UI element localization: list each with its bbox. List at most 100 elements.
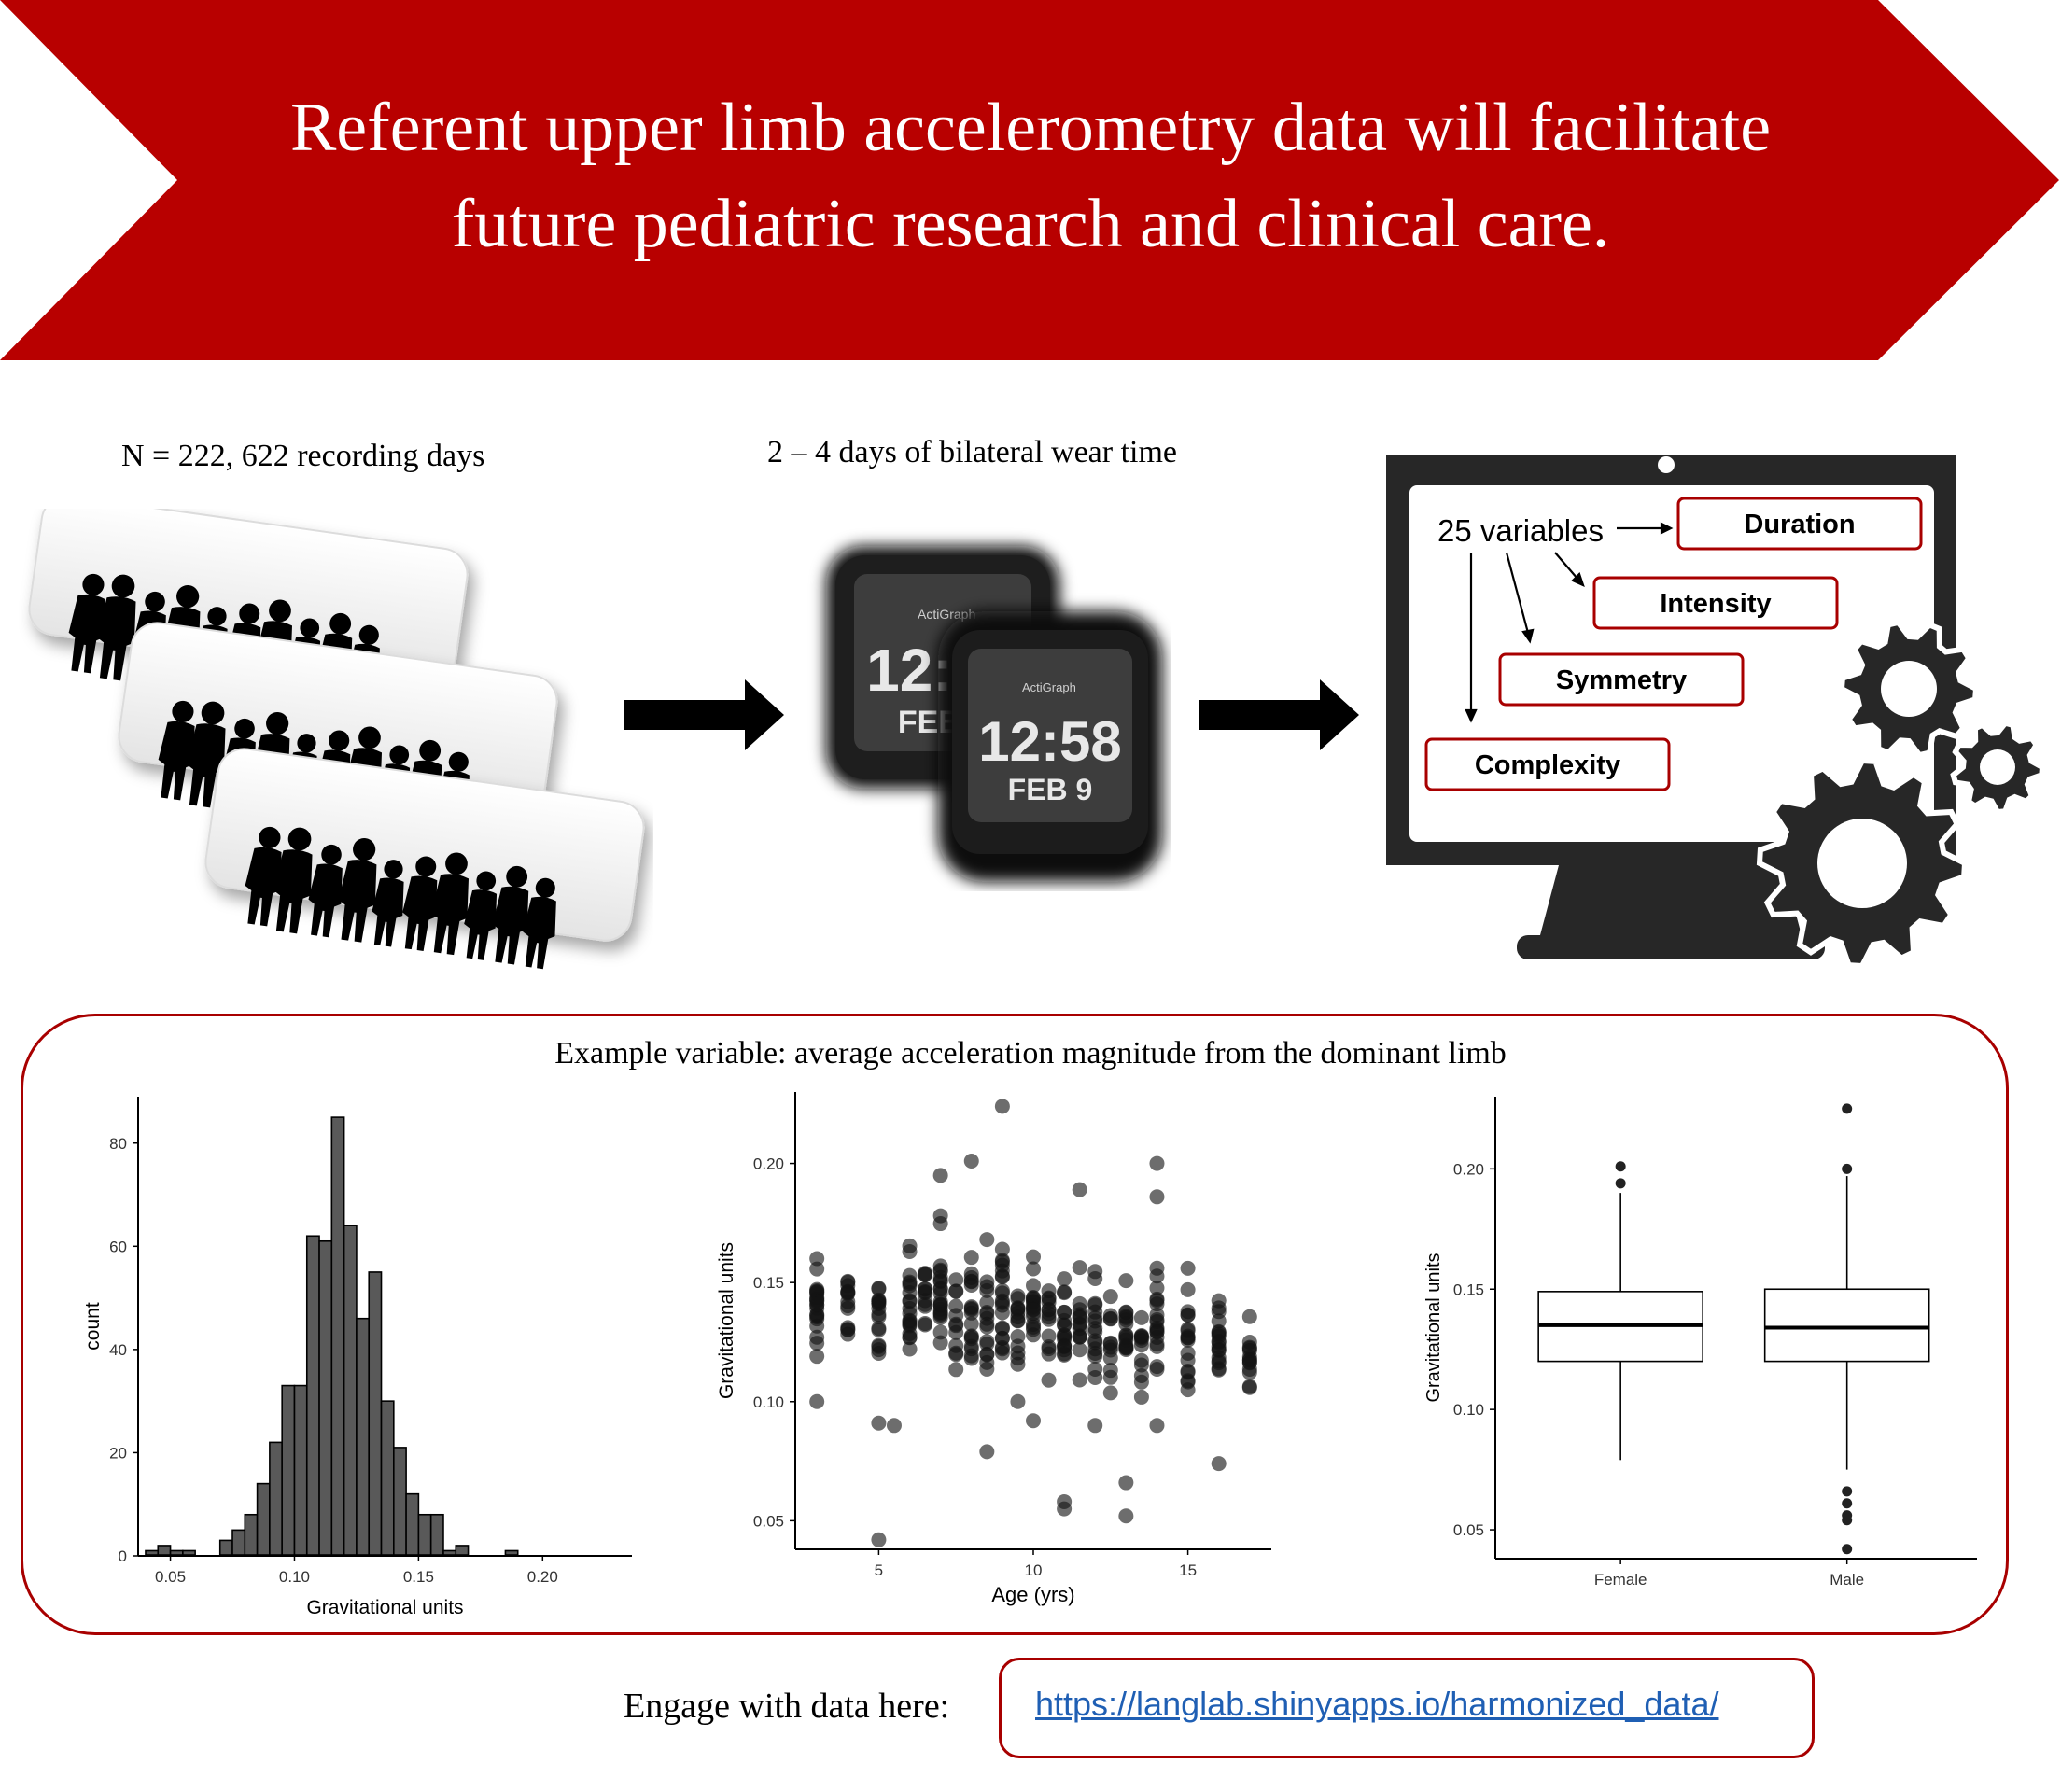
box-iqr	[1763, 1288, 1930, 1363]
right-arrow-icon	[624, 679, 784, 750]
scatter-point	[1057, 1329, 1073, 1345]
y-axis-label: count	[82, 1302, 104, 1351]
y-tick-label: 0.20	[753, 1155, 784, 1173]
scatter-point	[902, 1238, 918, 1253]
scatter-point	[1057, 1346, 1073, 1362]
scatter-point	[871, 1321, 887, 1337]
scatter-point	[1102, 1310, 1118, 1326]
watch-time-display: 12:58	[978, 710, 1121, 773]
example-panel-title: Example variable: average acceleration m…	[554, 1036, 1507, 1071]
data-link[interactable]: https://langlab.shinyapps.io/harmonized_…	[1035, 1685, 1719, 1723]
scatter-point	[979, 1444, 995, 1460]
box-outlier	[1842, 1498, 1853, 1509]
scatter-point	[932, 1216, 948, 1232]
watch-date-display: FEB 9	[1008, 773, 1093, 806]
scatter-point	[809, 1349, 825, 1365]
histogram-bar	[343, 1225, 358, 1556]
x-tick-label: 15	[1179, 1561, 1197, 1579]
scatter-point	[1149, 1291, 1165, 1307]
scatter-point	[948, 1298, 964, 1314]
scatter-point	[1149, 1307, 1165, 1323]
scatter-point	[1102, 1289, 1118, 1305]
scatter-point	[1149, 1359, 1165, 1375]
histogram-bar	[380, 1400, 395, 1556]
scatter-point	[1026, 1278, 1041, 1294]
gear-small-icon	[1950, 720, 2046, 816]
scatter-point	[1180, 1352, 1196, 1368]
histogram-bar	[318, 1239, 333, 1556]
scatter-point	[963, 1316, 979, 1332]
scatter-point	[994, 1241, 1010, 1257]
scatter-point	[1026, 1301, 1041, 1317]
scatter-point	[1211, 1324, 1227, 1340]
wear-time-caption: 2 – 4 days of bilateral wear time	[767, 435, 1178, 469]
scatter-point	[918, 1293, 933, 1309]
scatter-point	[1087, 1418, 1103, 1434]
scatter-point	[871, 1281, 887, 1296]
scatter-point	[979, 1274, 995, 1290]
scatter-point	[1211, 1350, 1227, 1365]
scatter-point	[979, 1304, 995, 1320]
histogram-bar	[305, 1235, 320, 1556]
scatter-point	[948, 1283, 964, 1299]
scatter-point	[1010, 1312, 1026, 1328]
box-male	[1763, 1103, 1930, 1555]
watch-right: ActiGraph 12:58 FEB 9	[938, 611, 1162, 882]
scatter-point	[1149, 1418, 1165, 1434]
scatter-point	[994, 1305, 1010, 1321]
scatter-point	[1118, 1312, 1134, 1328]
scatter-point	[932, 1281, 948, 1296]
histogram-bar	[417, 1513, 432, 1556]
scatter-point	[886, 1418, 902, 1434]
scatter-point	[1010, 1291, 1026, 1307]
box-outlier	[1615, 1178, 1626, 1189]
monitor-camera	[1658, 456, 1675, 473]
scatter-point	[1041, 1372, 1057, 1388]
scatter-point	[1149, 1268, 1165, 1284]
scatter-point	[1241, 1362, 1257, 1378]
scatter-point	[1072, 1182, 1087, 1197]
scatter-point	[1026, 1327, 1041, 1343]
scatter-point	[1102, 1385, 1118, 1401]
category-symmetry: Symmetry	[1498, 652, 1745, 707]
scatter-point	[1180, 1260, 1196, 1276]
watch-brand-label: ActiGraph	[1022, 680, 1076, 694]
accelerometer-watches: ActiGraph 12:58 FEB 9 ActiGraph 12:58 FE…	[826, 546, 1162, 882]
y-tick-label: 0.10	[753, 1393, 784, 1411]
right-arrow-icon	[1199, 679, 1359, 750]
scatter-point	[1133, 1367, 1149, 1383]
scatter-point	[1087, 1304, 1103, 1320]
x-tick-label: 5	[875, 1561, 883, 1579]
scatter-point	[1087, 1333, 1103, 1349]
participants-cards	[28, 509, 645, 994]
scatter-point	[1180, 1307, 1196, 1323]
scatter-point	[963, 1154, 979, 1169]
scatter-point	[1211, 1313, 1227, 1329]
histogram-bar	[429, 1513, 444, 1556]
scatter-point	[963, 1273, 979, 1289]
banner-title-line-1: Referent upper limb accelerometry data w…	[289, 90, 1772, 166]
scatter-point	[902, 1329, 918, 1345]
y-tick-label: 0.15	[753, 1274, 784, 1292]
scatter-point	[1026, 1249, 1041, 1265]
scatter-point	[1026, 1261, 1041, 1277]
y-tick-label: 0.05	[753, 1512, 784, 1530]
category-complexity: Complexity	[1424, 737, 1671, 791]
box-outlier	[1842, 1103, 1853, 1114]
histogram-bar	[281, 1384, 296, 1556]
scatter-point	[1149, 1280, 1165, 1295]
monitor-stand	[1540, 865, 1802, 935]
scatter-point	[1057, 1501, 1073, 1517]
histogram-bar	[393, 1447, 407, 1556]
histogram-bar	[405, 1492, 420, 1556]
gears-icon	[1756, 619, 2046, 970]
box-outlier	[1842, 1515, 1853, 1526]
scatter-point	[979, 1337, 995, 1352]
x-axis-label: Age (yrs)	[991, 1583, 1074, 1606]
scatter-point	[1057, 1284, 1073, 1300]
histogram-bar	[244, 1513, 259, 1556]
scatter-point	[979, 1232, 995, 1248]
